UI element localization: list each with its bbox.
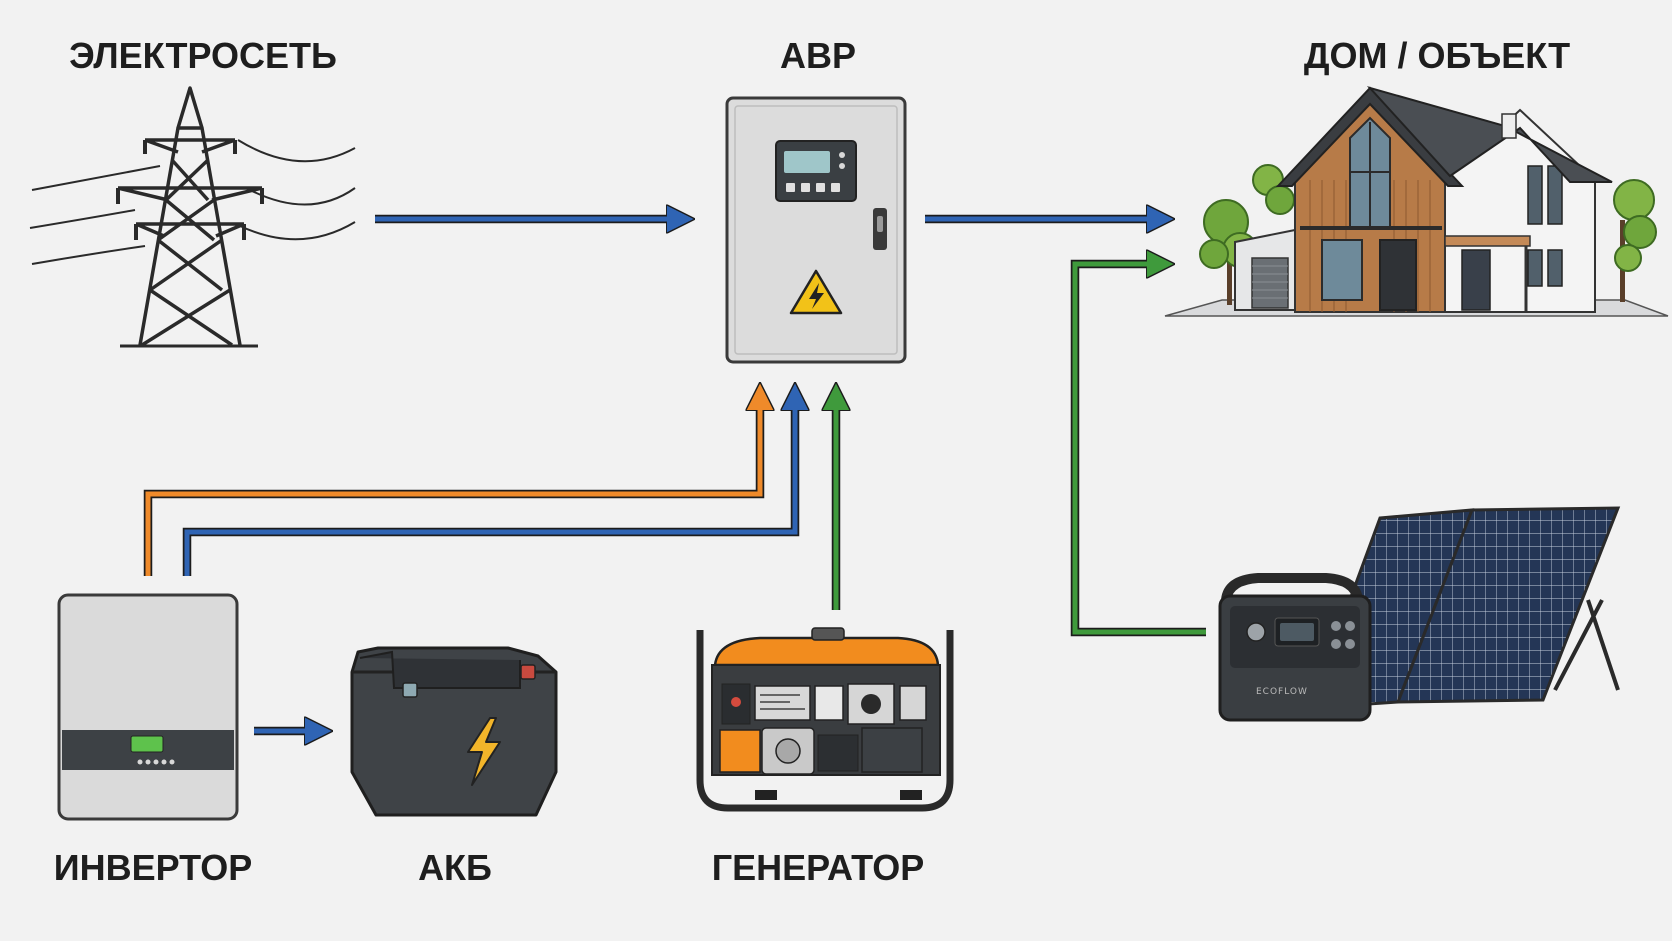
label-generator: ГЕНЕРАТОР <box>712 847 925 888</box>
high-voltage-warning-icon <box>789 269 843 315</box>
house-icon <box>1164 86 1669 317</box>
inverter-icon <box>57 593 239 821</box>
electrical-cabinet-icon <box>725 96 907 364</box>
label-ats: АВР <box>780 35 856 76</box>
label-grid: ЭЛЕКТРОСЕТЬ <box>69 35 337 76</box>
arrow-powerstation-to-house <box>1070 264 1206 637</box>
portable-power-station-icon: ECOFLOW <box>1218 573 1372 722</box>
arrow-inverter-to-ats-blue <box>182 405 795 576</box>
power-pylon-icon <box>29 86 356 348</box>
arrow-inverter-to-ats-orange <box>143 405 760 576</box>
gas-generator-icon <box>696 627 954 812</box>
label-house: ДОМ / ОБЪЕКТ <box>1304 35 1570 76</box>
powerstation-brand: ECOFLOW <box>1256 687 1308 697</box>
label-battery: АКБ <box>418 847 492 888</box>
connections <box>143 219 1206 731</box>
label-inverter: ИНВЕРТОР <box>54 847 253 888</box>
car-battery-icon <box>350 646 558 817</box>
